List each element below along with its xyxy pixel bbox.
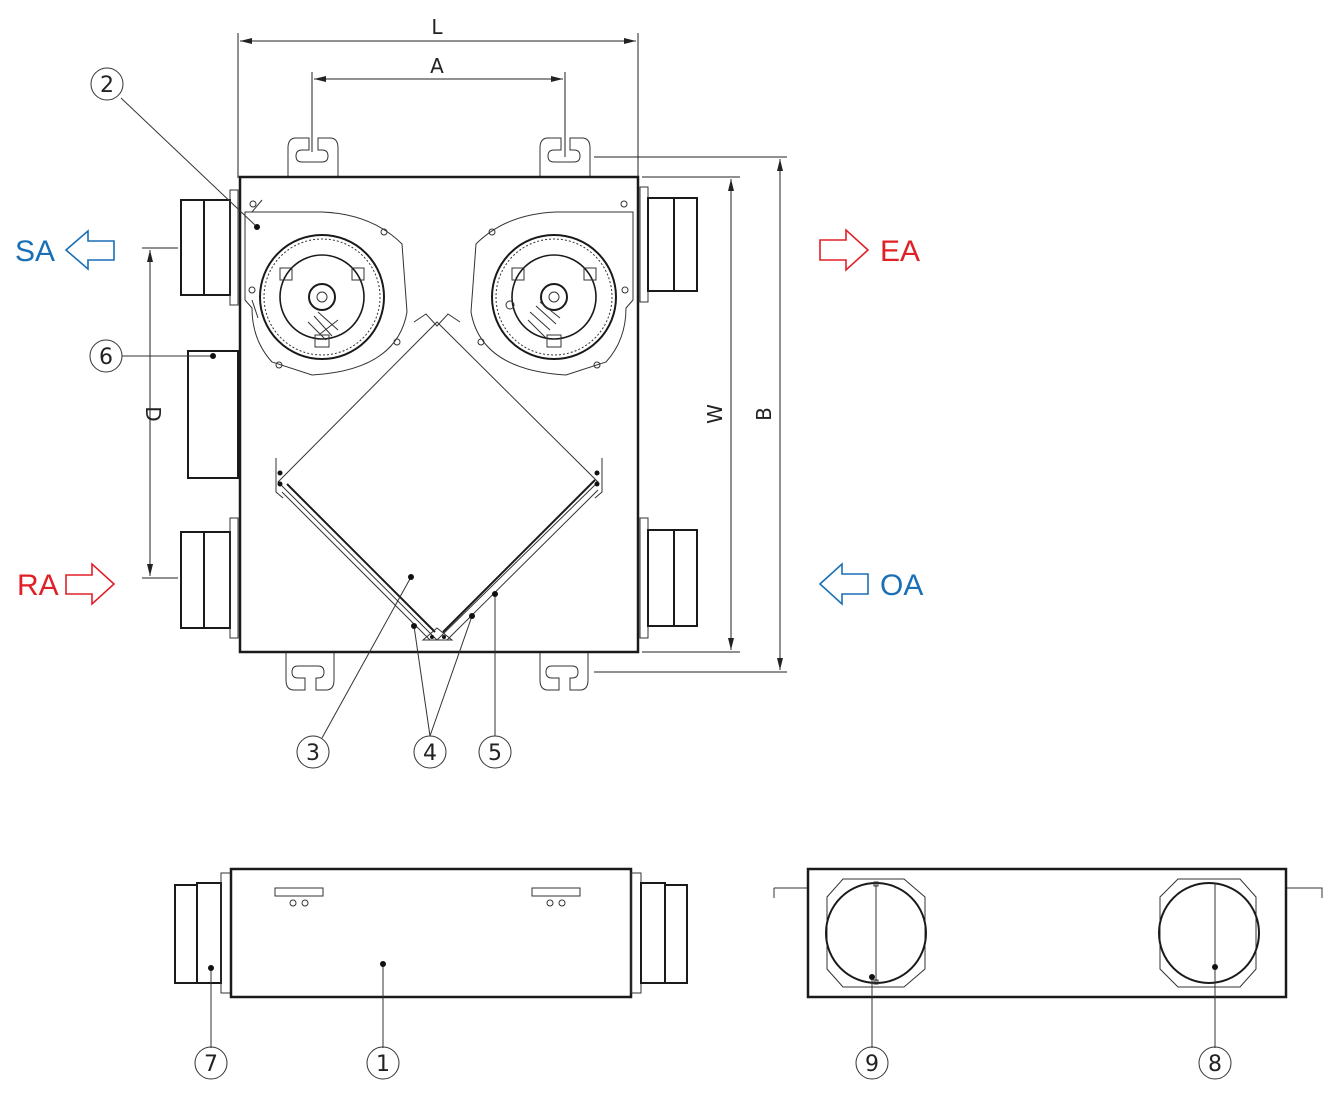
mounting-bracket-top-right	[539, 137, 591, 177]
airflow-RA: RA	[17, 562, 116, 606]
svg-text:6: 6	[99, 345, 113, 370]
airflow-SA: SA	[15, 229, 115, 271]
callout-4: 4	[411, 613, 475, 769]
svg-text:9: 9	[865, 1052, 879, 1077]
end-view	[773, 867, 1323, 999]
dim-label-B: B	[752, 407, 776, 421]
callout-7: 7	[194, 965, 228, 1080]
dimension-A: A	[311, 54, 566, 157]
callout-8: 8	[1198, 883, 1232, 1080]
arrow-right-icon	[819, 228, 870, 272]
dimension-B: B	[594, 156, 787, 673]
arrow-right-icon	[65, 562, 116, 606]
spigot-SA	[180, 189, 239, 306]
svg-text:5: 5	[488, 741, 502, 766]
mounting-bracket-bottom-right	[539, 653, 589, 691]
callout-2: 2	[90, 67, 260, 230]
svg-text:1: 1	[376, 1052, 390, 1077]
callout-6: 6	[89, 339, 216, 373]
svg-text:3: 3	[306, 741, 320, 766]
svg-text:7: 7	[204, 1052, 218, 1077]
dim-label-W: W	[703, 404, 727, 424]
spigot-RA	[180, 517, 239, 639]
dimension-W: W	[642, 176, 740, 653]
callout-9: 9	[855, 974, 889, 1080]
heat-exchanger	[275, 313, 603, 641]
arrow-left-icon	[64, 229, 115, 271]
airflow-label-EA: EA	[880, 235, 920, 268]
dimension-L: L	[237, 15, 639, 178]
dimension-D: D	[141, 247, 178, 579]
airflow-label-SA: SA	[15, 235, 55, 268]
svg-text:4: 4	[423, 741, 437, 766]
airflow-EA: EA	[819, 228, 920, 272]
fan-left	[244, 199, 408, 376]
airflow-OA: OA	[818, 562, 923, 606]
mounting-bracket-top-left	[287, 137, 339, 177]
mounting-bracket-bottom-left	[285, 653, 335, 691]
spigot-EA	[639, 186, 698, 303]
svg-text:2: 2	[100, 73, 114, 98]
electrical-box	[187, 350, 239, 479]
fan-right	[470, 200, 634, 376]
dim-label-D: D	[141, 406, 165, 421]
callout-5: 5	[478, 591, 512, 769]
casing-top-view	[238, 175, 640, 654]
airflow-label-RA: RA	[17, 569, 59, 602]
side-view	[174, 867, 688, 999]
spigot-OA	[639, 517, 698, 639]
arrow-left-icon	[818, 562, 869, 606]
svg-text:8: 8	[1208, 1052, 1222, 1077]
callout-1: 1	[366, 961, 400, 1080]
airflow-label-OA: OA	[880, 569, 923, 602]
dim-label-A: A	[430, 54, 444, 78]
dim-label-L: L	[431, 15, 443, 39]
callout-3: 3	[296, 574, 414, 769]
